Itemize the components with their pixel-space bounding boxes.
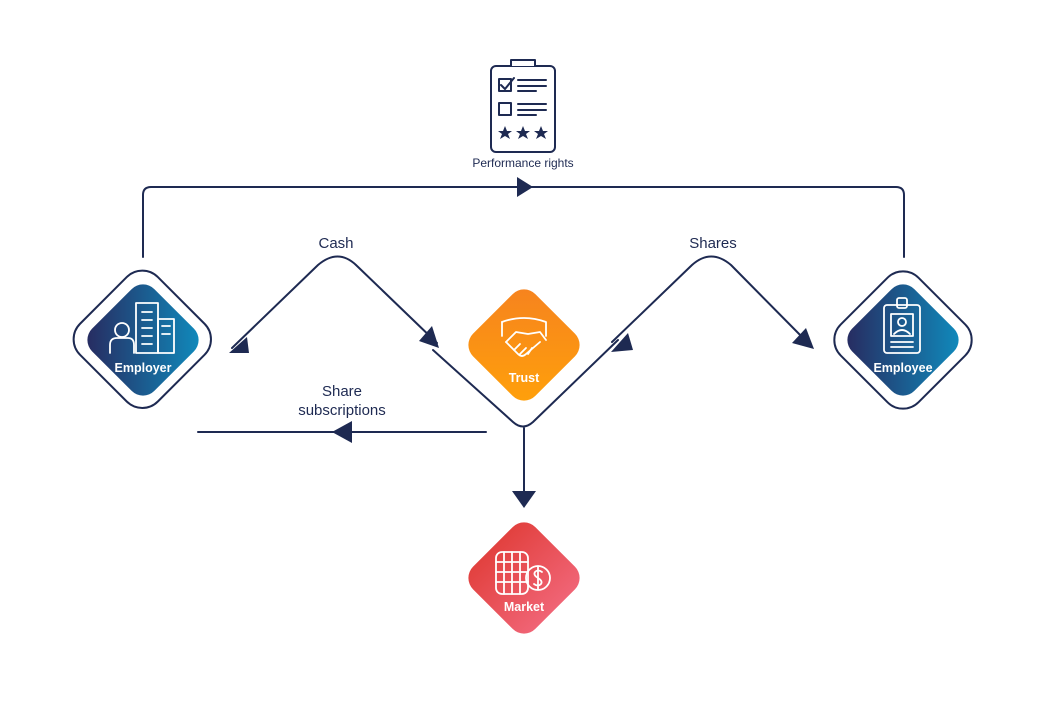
shares-line [611, 255, 811, 346]
cash-arrow-right [419, 326, 439, 348]
clipboard-checklist-icon [490, 59, 556, 153]
performance-rights-line [142, 186, 905, 258]
employer-label: Employer [115, 361, 172, 375]
shares-arrow-left [611, 333, 633, 352]
cash-line [231, 255, 438, 349]
performance-rights-arrow [517, 177, 533, 197]
market-label: Market [504, 600, 545, 614]
share-subscriptions-label-line1: Share [322, 383, 362, 400]
building-person-icon [109, 302, 175, 354]
shares-arrow-right [792, 328, 814, 349]
employee-node: Employee [847, 284, 959, 396]
employer-node: Employer [87, 284, 199, 396]
shares-label: Shares [689, 235, 737, 252]
employee-label: Employee [873, 361, 932, 375]
trust-label: Trust [509, 371, 540, 385]
trust-outline [432, 339, 619, 428]
market-arrow [512, 491, 536, 508]
cash-arrow-left [229, 337, 249, 353]
coins-icon [495, 551, 551, 595]
share-subscriptions-arrow [332, 421, 352, 443]
market-node: Market [468, 522, 580, 634]
id-badge-icon [883, 297, 921, 354]
performance-rights-label: Performance rights [472, 156, 573, 170]
handshake-icon [501, 317, 547, 357]
trust-node: Trust [468, 289, 580, 401]
share-subscriptions-label-line2: subscriptions [298, 402, 386, 419]
cash-label: Cash [318, 235, 353, 252]
